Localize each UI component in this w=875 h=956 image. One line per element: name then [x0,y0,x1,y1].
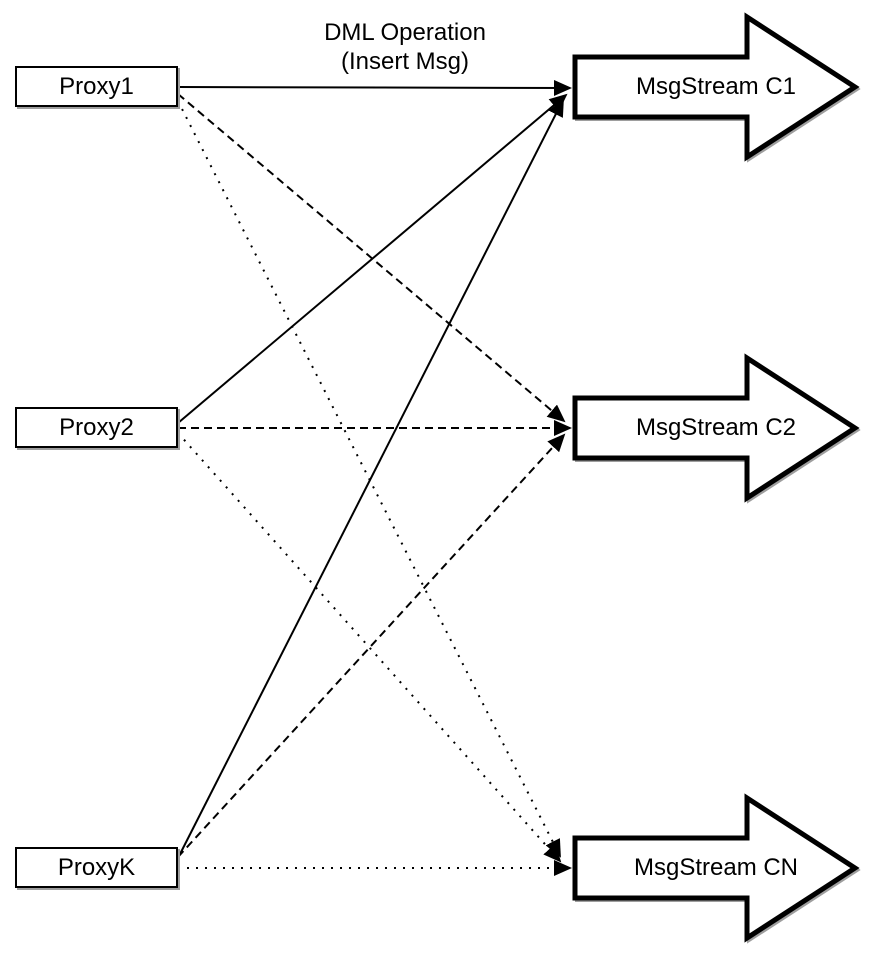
proxy1-label: Proxy1 [59,72,134,100]
diagram-title-line2: (Insert Msg) [340,48,469,75]
proxy2-box: Proxy2 [15,407,178,448]
proxyk-label: ProxyK [57,853,136,881]
edge-proxy1-msgstream-c1 [177,79,572,96]
edge-proxy1-msgstream-cn [177,100,561,858]
msgstream-cn-arrow [572,793,860,943]
diagram-title: DML Operation (Insert Msg) [255,18,555,76]
edge-proxy1-msgstream-c2 [177,93,566,423]
proxyk-box: ProxyK [15,847,178,888]
edge-proxy2-msgstream-cn [177,432,562,863]
msgstream-c2-label: MsgStream C2 [635,414,797,441]
diagram-title-line1: DML Operation [324,19,486,46]
msgstream-c1-label: MsgStream C1 [635,73,797,100]
msgstream-c1-arrow [572,12,860,162]
msgstream-cn-label: MsgStream CN [633,854,799,881]
edge-proxyk-msgstream-c2 [177,433,566,858]
edge-proxyk-msgstream-c1 [177,98,564,859]
proxy1-box: Proxy1 [15,66,178,107]
proxy2-label: Proxy2 [59,413,134,441]
msgstream-c2-arrow [572,353,860,503]
